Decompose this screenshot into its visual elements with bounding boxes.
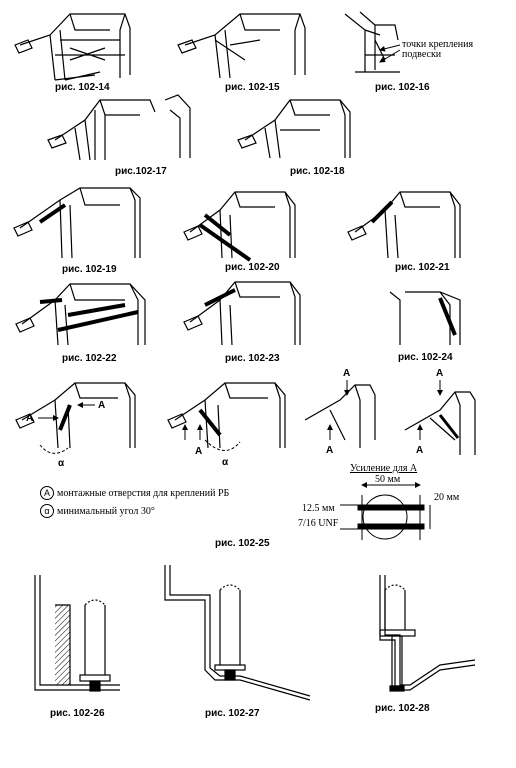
label-alpha-2: α bbox=[222, 457, 229, 468]
caption-fig-102-25: рис. 102-25 bbox=[215, 538, 270, 549]
label-a-3: A bbox=[195, 446, 203, 457]
label-a-5: A bbox=[436, 368, 444, 379]
cage-fig-102-25-right-b bbox=[404, 391, 476, 455]
cage-fig-102-25-right-a bbox=[304, 384, 376, 448]
caption-fig-102-26: рис. 102-26 bbox=[50, 708, 105, 719]
label-a-4: A bbox=[343, 368, 351, 379]
cage-fig-102-20 bbox=[183, 191, 296, 259]
caption-fig-102-21: рис. 102-21 bbox=[395, 262, 450, 273]
caption-fig-102-22: рис. 102-22 bbox=[62, 353, 117, 364]
fig16-callout-line2: подвески bbox=[402, 49, 442, 60]
cage-fig-102-24 bbox=[389, 291, 461, 345]
cage-fig-102-25-left bbox=[15, 382, 136, 449]
cage-fig-102-16 bbox=[344, 11, 400, 73]
legend-a-symbol: A bbox=[40, 486, 54, 500]
cage-fig-102-23 bbox=[183, 281, 301, 346]
detail-bolt-size: 12.5 мм bbox=[302, 503, 335, 514]
label-a-1: A bbox=[26, 413, 34, 424]
caption-fig-102-19: рис. 102-19 bbox=[62, 264, 117, 275]
label-a-7: A bbox=[416, 445, 424, 456]
fig16-callout: точки крепления подвески bbox=[402, 40, 473, 60]
label-alpha-1: α bbox=[58, 458, 65, 469]
cage-fig-102-21 bbox=[347, 191, 461, 259]
mount-fig-102-26 bbox=[34, 575, 120, 692]
legend-a-text: монтажные отверстия для креплений РБ bbox=[57, 488, 230, 499]
caption-fig-102-18: рис. 102-18 bbox=[290, 166, 345, 177]
caption-fig-102-17: рис.102-17 bbox=[115, 166, 167, 177]
caption-fig-102-16: рис. 102-16 bbox=[375, 82, 430, 93]
caption-fig-102-15: рис. 102-15 bbox=[225, 82, 280, 93]
detail-width: 50 мм bbox=[375, 474, 401, 485]
detail-thread: 7/16 UNF bbox=[298, 518, 339, 529]
cage-fig-102-19 bbox=[13, 187, 141, 259]
detail-title: Усиление для A bbox=[350, 463, 418, 474]
fig16-callout-line1: точки крепления bbox=[402, 39, 474, 50]
reinforcement-detail bbox=[340, 482, 431, 540]
cage-fig-102-18 bbox=[237, 99, 351, 159]
mount-fig-102-28 bbox=[379, 575, 476, 692]
detail-height: 20 мм bbox=[434, 492, 460, 503]
mount-fig-102-27 bbox=[164, 565, 311, 701]
caption-fig-102-24: рис. 102-24 bbox=[398, 352, 453, 363]
cage-fig-102-22 bbox=[15, 283, 146, 346]
label-a-6: A bbox=[326, 445, 334, 456]
caption-fig-102-14: рис. 102-14 bbox=[55, 82, 110, 93]
caption-fig-102-28: рис. 102-28 bbox=[375, 703, 430, 714]
cage-fig-102-14 bbox=[14, 13, 131, 81]
caption-fig-102-20: рис. 102-20 bbox=[225, 262, 280, 273]
legend-alpha-text: минимальный угол 30° bbox=[57, 506, 155, 517]
label-a-2: A bbox=[98, 400, 106, 411]
cage-fig-102-25-mid bbox=[167, 382, 286, 449]
legend-alpha-symbol: α bbox=[40, 504, 54, 518]
cage-fig-102-15 bbox=[177, 13, 306, 79]
caption-fig-102-23: рис. 102-23 bbox=[225, 353, 280, 364]
cage-fig-102-17 bbox=[47, 94, 191, 161]
caption-fig-102-27: рис. 102-27 bbox=[205, 708, 260, 719]
